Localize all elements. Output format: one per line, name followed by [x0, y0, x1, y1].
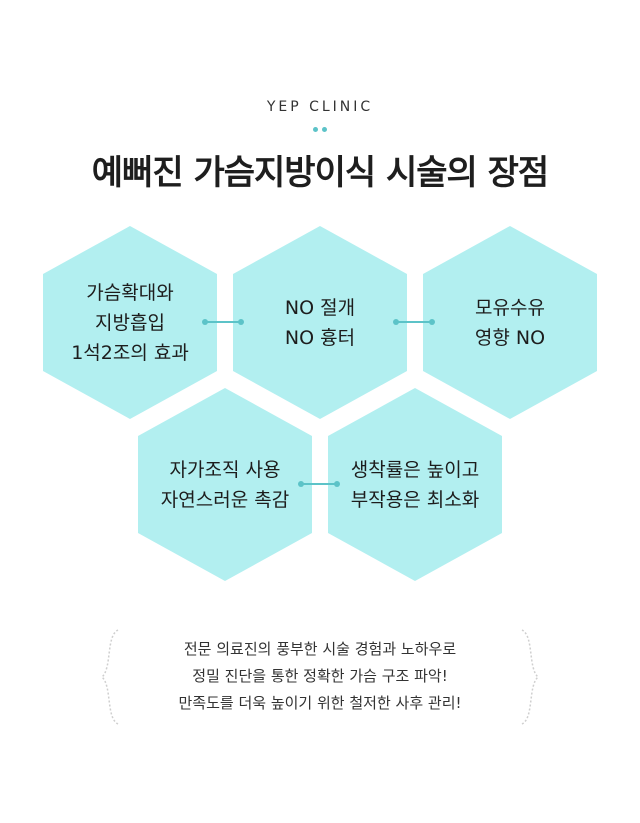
hexagon-line: 영향 NO — [474, 326, 546, 349]
hexagon-line: 부작용은 최소화 — [350, 488, 480, 511]
note-line: 정밀 진단을 통한 정확한 가슴 구조 파악! — [192, 667, 448, 685]
summary-note: 전문 의료진의 풍부한 시술 경험과 노하우로 정밀 진단을 통한 정확한 가슴… — [100, 628, 540, 726]
hexagon-text: 모유수유 영향 NO — [423, 226, 597, 419]
hexagon-line: 가슴확대와 — [86, 281, 174, 304]
hexagon-shape — [233, 226, 407, 419]
hexagon-4: 자가조직 사용 자연스러운 촉감 — [138, 388, 312, 581]
hexagon-5: 생착률은 높이고 부작용은 최소화 — [328, 388, 502, 581]
hexagon-line: 지방흡입 — [95, 311, 165, 334]
brand-label: YEP CLINIC — [266, 99, 374, 115]
hexagon-shape — [43, 226, 217, 419]
hexagon-3: 모유수유 영향 NO — [423, 226, 597, 419]
hexagon-text: NO 절개 NO 흉터 — [233, 226, 407, 419]
note-text: 전문 의료진의 풍부한 시술 경험과 노하우로 정밀 진단을 통한 정확한 가슴… — [100, 636, 540, 717]
note-line: 전문 의료진의 풍부한 시술 경험과 노하우로 — [183, 640, 457, 658]
hexagon-line: 모유수유 — [475, 296, 545, 319]
hexagon-1: 가슴확대와 지방흡입 1석2조의 효과 — [43, 226, 217, 419]
right-brace-icon — [521, 629, 540, 725]
left-brace-icon — [100, 629, 119, 725]
page-title: 예뻐진 가슴지방이식 시술의 장점 — [91, 153, 549, 193]
hexagon-text: 자가조직 사용 자연스러운 촉감 — [138, 388, 312, 581]
hexagon-text: 가슴확대와 지방흡입 1석2조의 효과 — [43, 226, 217, 419]
hexagon-line: NO 절개 — [284, 296, 356, 319]
hexagon-line: 자연스러운 촉감 — [160, 488, 290, 511]
connector-1-2 — [202, 319, 244, 325]
hexagon-line: NO 흉터 — [284, 326, 356, 349]
hexagon-shape — [328, 388, 502, 581]
hexagon-text: 생착률은 높이고 부작용은 최소화 — [328, 388, 502, 581]
hexagon-line: 생착률은 높이고 — [350, 458, 480, 481]
hexagon-line: 1석2조의 효과 — [71, 341, 189, 364]
title-dots — [0, 127, 640, 132]
hexagon-line: 자가조직 사용 — [169, 458, 281, 481]
hexagon-2: NO 절개 NO 흉터 — [233, 226, 407, 419]
hexagon-shape — [423, 226, 597, 419]
connector-4-5 — [298, 481, 340, 487]
note-line: 만족도를 더욱 높이기 위한 철저한 사후 관리! — [178, 694, 462, 712]
hexagon-shape — [138, 388, 312, 581]
connector-2-3 — [393, 319, 435, 325]
